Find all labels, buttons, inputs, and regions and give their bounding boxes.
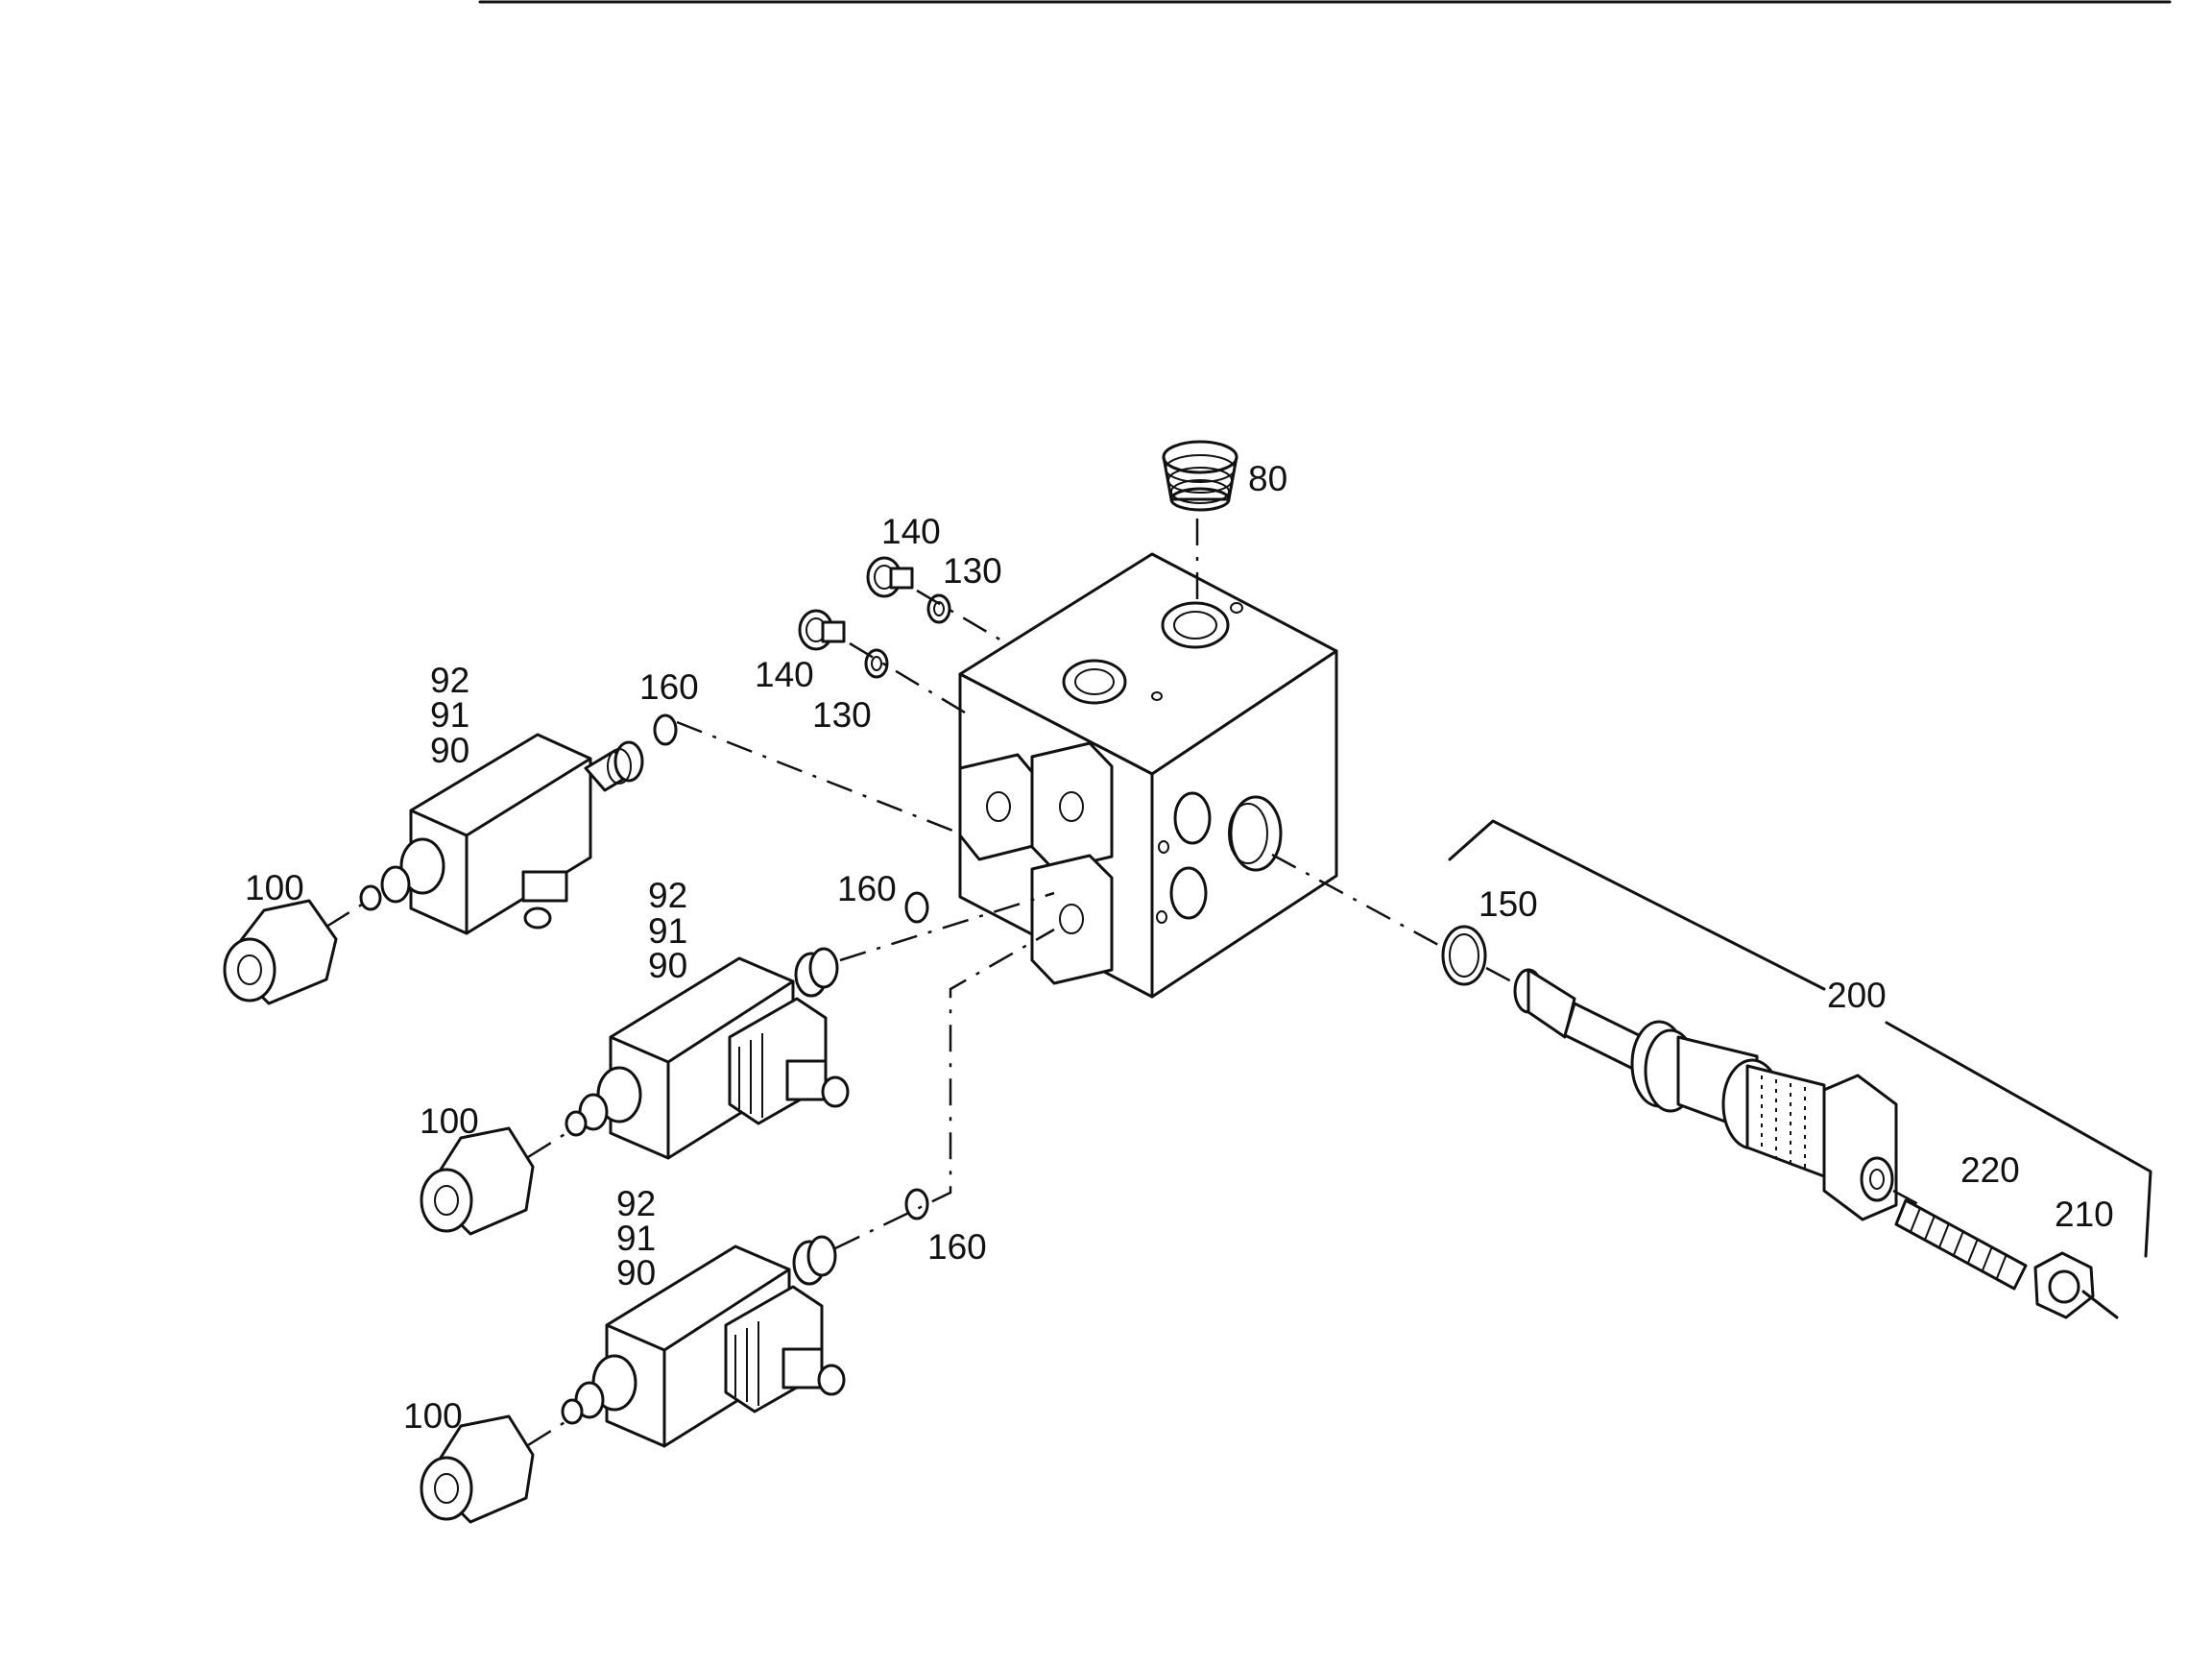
solenoid-valve-2 — [565, 947, 850, 1160]
label-140-upper: 140 — [881, 512, 941, 551]
label-150: 150 — [1479, 884, 1538, 924]
axis-cap-1 — [325, 901, 366, 929]
axis-valve-1 — [676, 720, 961, 835]
label-130-lower: 130 — [812, 695, 872, 735]
washer-130-upper — [926, 593, 951, 624]
label-100-3: 100 — [403, 1396, 463, 1436]
axis-140-lower — [849, 641, 971, 717]
plug-80 — [1162, 440, 1238, 512]
axis-210 — [2081, 1290, 2119, 1319]
label-130-upper: 130 — [943, 551, 1002, 591]
bracket-200-left — [1448, 819, 1826, 991]
plug-140-lower — [798, 609, 846, 651]
cap-100-2 — [420, 1126, 535, 1236]
label-v3-90: 90 — [616, 1253, 656, 1293]
seal-150 — [1441, 925, 1487, 986]
solenoid-valve-3 — [561, 1235, 846, 1448]
axis-valve-2 — [839, 891, 1055, 962]
solenoid-valve-1 — [359, 733, 644, 935]
label-80: 80 — [1248, 459, 1287, 498]
axis-220 — [1892, 1189, 1921, 1207]
label-v1-92: 92 — [430, 661, 469, 700]
washer-160-2 — [904, 891, 929, 924]
plug-140-upper — [866, 556, 914, 598]
label-100-1: 100 — [245, 868, 304, 907]
label-v2-90: 90 — [648, 946, 687, 985]
label-200: 200 — [1827, 976, 1887, 1015]
axis-right — [1271, 853, 1441, 948]
washer-160-1 — [653, 713, 678, 746]
axis-cap-2 — [527, 1131, 567, 1159]
axis-valve-3 — [834, 928, 1055, 1250]
coupling-assembly-200 — [1513, 968, 1898, 1221]
label-v2-91: 91 — [648, 911, 687, 951]
bracket-200-right — [1885, 1021, 2152, 1258]
axis-140-upper — [916, 589, 1004, 643]
label-220: 220 — [1960, 1150, 2020, 1190]
label-160-1: 160 — [639, 667, 699, 707]
label-100-2: 100 — [420, 1101, 479, 1141]
spring-220 — [1894, 1198, 2028, 1291]
label-210: 210 — [2055, 1195, 2114, 1234]
label-v1-91: 91 — [430, 695, 469, 735]
label-v1-90: 90 — [430, 731, 469, 770]
washer-130-lower — [864, 648, 889, 679]
label-140-lower: 140 — [755, 655, 814, 694]
cap-100-3 — [420, 1414, 535, 1524]
axis-right-2 — [1485, 966, 1516, 985]
label-v3-91: 91 — [616, 1219, 656, 1258]
nut-210 — [2033, 1251, 2095, 1319]
cap-100-1 — [223, 899, 338, 1005]
label-v2-92: 92 — [648, 876, 687, 915]
callout-labels: 80 140 130 140 130 92 91 90 160 100 92 9… — [245, 459, 2114, 1436]
axis-cap-3 — [527, 1419, 567, 1447]
valve-block — [958, 552, 1338, 999]
label-160-3: 160 — [927, 1227, 987, 1267]
label-160-2: 160 — [837, 869, 897, 908]
label-v3-92: 92 — [616, 1184, 656, 1223]
washer-160-3 — [904, 1188, 929, 1220]
